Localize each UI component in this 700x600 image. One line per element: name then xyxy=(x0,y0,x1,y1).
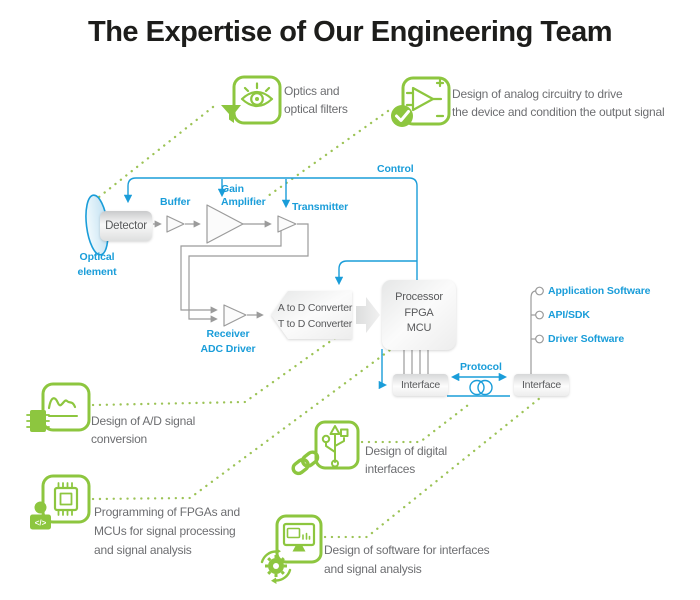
digital-interfaces-icon xyxy=(291,420,360,476)
monitor-icon xyxy=(282,522,316,552)
interface-left-label: Interface xyxy=(400,379,441,391)
protocol-symbol xyxy=(469,379,493,396)
interface-right-label: Interface xyxy=(521,379,562,391)
feedback-line-2 xyxy=(188,223,309,323)
page-title: The Expertise of Our Engineering Team xyxy=(87,16,613,48)
callout-analog: Design of analog circuitry to drive the … xyxy=(452,87,665,119)
interface-left-box xyxy=(393,374,448,396)
dotted-connector-digital xyxy=(360,400,474,444)
software-node-dot xyxy=(535,286,544,296)
software-node-dot xyxy=(535,334,544,344)
data-flow-arrow xyxy=(356,297,380,333)
transmitter-label: Transmitter xyxy=(292,201,349,213)
receiver-label: Receiver ADC Driver xyxy=(200,328,256,355)
callout-adc: Design of A/D signal conversion xyxy=(91,414,196,446)
dotted-connector-optics xyxy=(97,105,215,199)
buffer-triangle xyxy=(166,215,185,233)
dotted-connector-software xyxy=(323,396,542,539)
control-main-line xyxy=(123,177,418,280)
mcu-chip-icon xyxy=(53,482,79,516)
dotted-connector-fpga xyxy=(91,348,392,501)
detector-label: Detector xyxy=(105,220,147,232)
software-tree-line xyxy=(530,290,537,374)
gain-amplifier-triangle xyxy=(206,204,244,244)
components xyxy=(85,194,569,396)
optical-element-label: Optical element xyxy=(77,251,117,278)
opamp-icon xyxy=(405,78,445,118)
software-design-icon xyxy=(260,514,323,584)
processor-box xyxy=(382,280,456,350)
link-icon xyxy=(291,450,320,476)
interface-right-box xyxy=(514,374,569,396)
control-arrow-converter xyxy=(334,260,417,286)
callout-fpga: Programming of FPGAs and MCUs for signal… xyxy=(94,505,240,557)
interface-feed-line xyxy=(378,349,388,390)
protocol-label: Protocol xyxy=(460,361,502,373)
gear-refresh-icon xyxy=(260,548,292,584)
dotted-connectors xyxy=(91,105,542,539)
gain-amplifier-label: Gain Amplifier xyxy=(221,183,266,208)
callout-software: Design of software for interfaces and si… xyxy=(324,543,490,576)
fpga-programming-icon: </> xyxy=(30,474,91,530)
callout-optics: Optics and optical filters xyxy=(284,84,348,116)
dotted-connector-adc xyxy=(91,336,337,407)
eye-icon xyxy=(240,82,274,108)
buffer-label: Buffer xyxy=(160,196,191,208)
stack-item-driver-software: Driver Software xyxy=(548,333,625,345)
control-lines xyxy=(123,177,510,397)
waveform-icon xyxy=(47,397,78,417)
software-node-dot xyxy=(535,310,544,320)
converter-label: A to D Converter T to D Converter xyxy=(277,302,353,330)
receiver-triangle xyxy=(223,304,247,327)
detector-box xyxy=(100,211,152,241)
adc-chip-icon xyxy=(26,410,50,432)
filter-funnel-icon xyxy=(221,105,241,123)
check-icon xyxy=(391,105,413,127)
usb-icon xyxy=(321,425,349,468)
feedback-line-1 xyxy=(180,231,282,314)
signal-lines xyxy=(153,220,544,374)
analog-circuit-icon xyxy=(391,76,451,127)
processor-label: Processor FPGA MCU xyxy=(395,291,443,334)
stack-item-api-sdk: API/SDK xyxy=(548,309,590,321)
optics-filter-icon xyxy=(221,75,282,125)
code-glyph: </> xyxy=(35,519,47,528)
developer-code-icon: </> xyxy=(30,501,51,530)
stack-item-application-software: Application Software xyxy=(548,285,651,297)
converter-box xyxy=(271,291,352,339)
transmitter-triangle xyxy=(277,215,297,233)
control-label: Control xyxy=(377,163,414,175)
ad-conversion-icon xyxy=(26,382,91,432)
callout-digital: Design of digital interfaces xyxy=(365,444,447,476)
